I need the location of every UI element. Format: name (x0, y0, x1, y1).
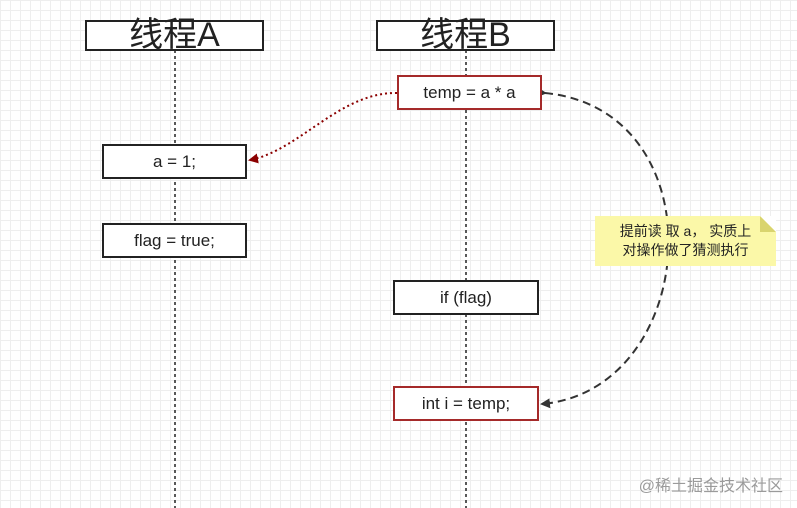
watermark: @稀土掘金技术社区 (638, 478, 783, 495)
note-line-1: 提前读 取 a， 实质上 (619, 223, 752, 239)
int-i-assign-box: int i = temp; (393, 386, 539, 421)
note-fold-shade (760, 216, 776, 232)
a-assign-box: a = 1; (102, 144, 247, 179)
if-flag-box: if (flag) (393, 280, 539, 315)
temp-assign-box: temp = a * a (397, 75, 542, 110)
thread-a-header: 线程A (85, 18, 264, 52)
note-line-2: 对操作做了猜测执行 (622, 242, 749, 258)
speculative-execution-note: 提前读 取 a， 实质上 对操作做了猜测执行 (595, 216, 776, 266)
flag-assign-box: flag = true; (102, 223, 247, 258)
speculative-read-arrow (248, 91, 398, 164)
thread-b-header: 线程B (376, 18, 555, 52)
